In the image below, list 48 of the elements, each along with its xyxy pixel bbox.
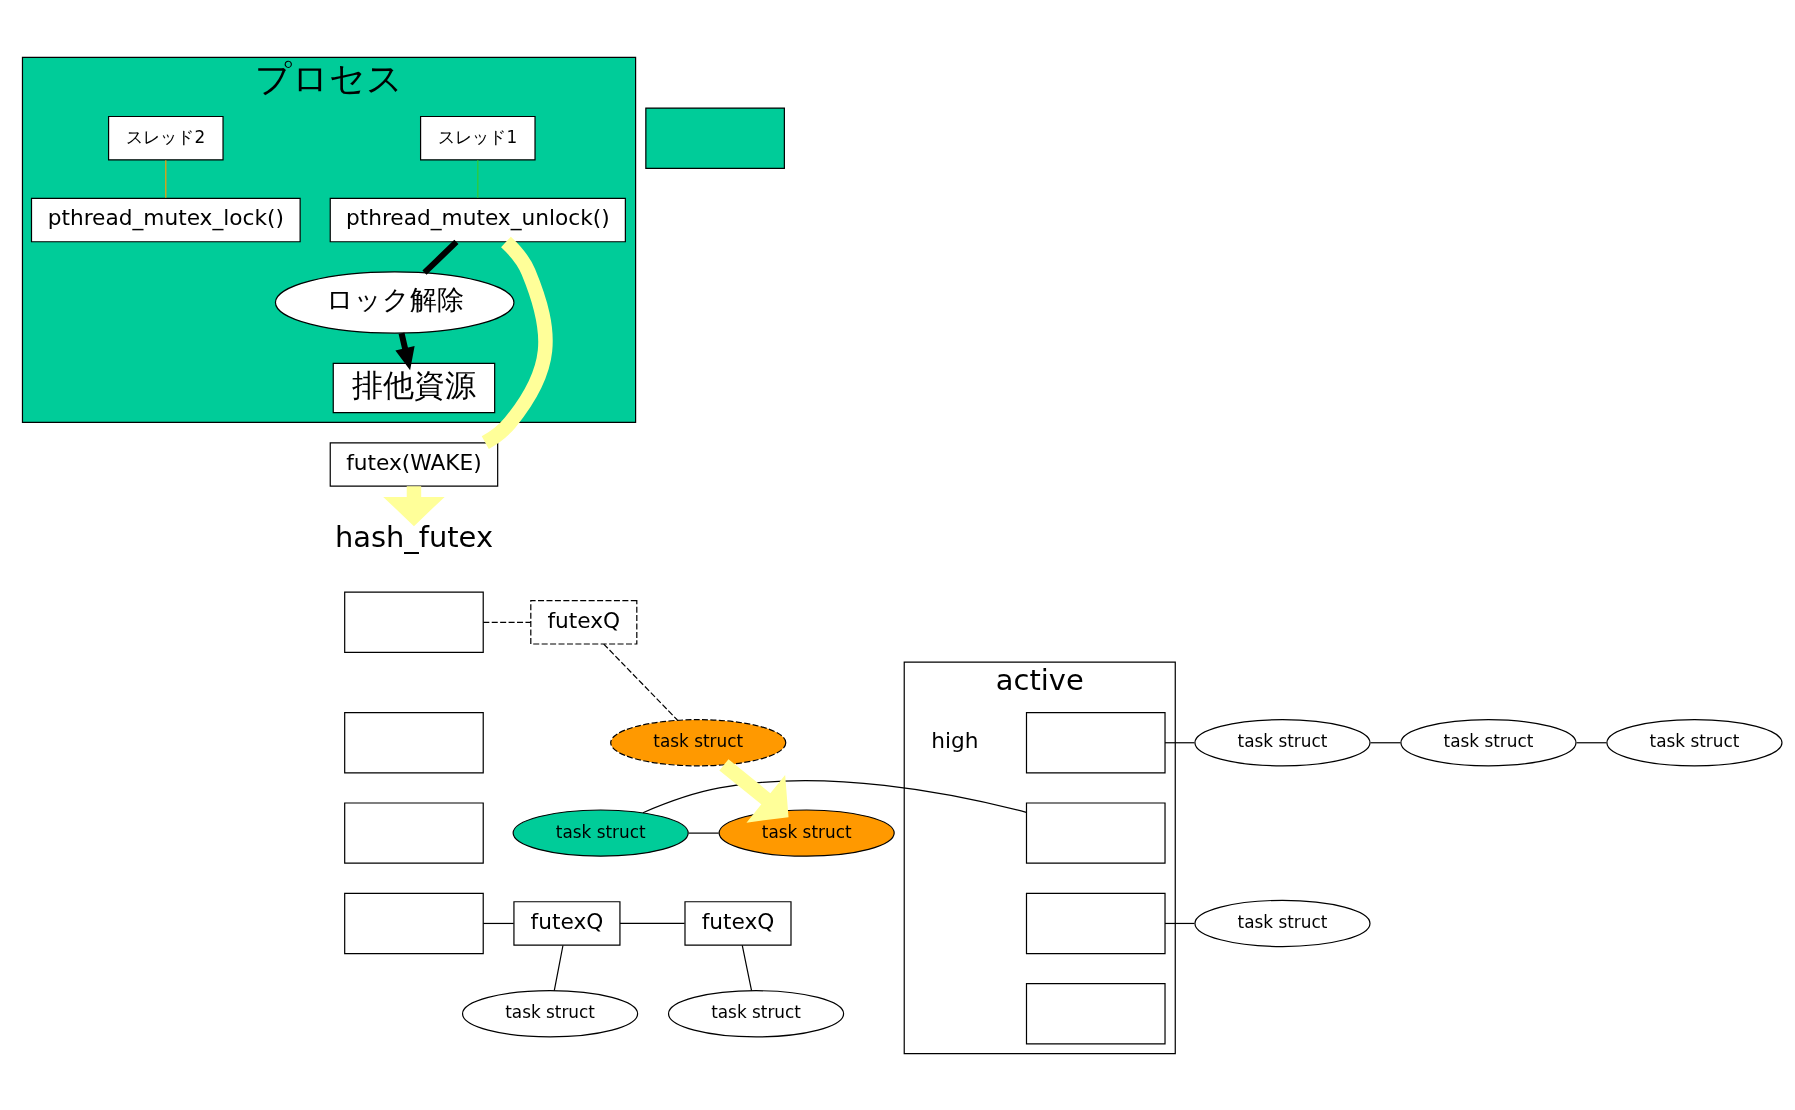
node-box xyxy=(1025,982,1166,1044)
node-ellipse: task struct xyxy=(1194,899,1371,947)
node-box: pthread_mutex_lock() xyxy=(30,197,301,242)
connector xyxy=(1164,922,1195,924)
arrow xyxy=(395,332,415,370)
connector xyxy=(422,239,459,275)
node-box: 排他資源 xyxy=(332,362,496,413)
node-box xyxy=(645,106,785,169)
connector xyxy=(688,832,720,834)
node-box: スレッド2 xyxy=(108,115,224,160)
node-ellipse: task struct xyxy=(512,808,689,857)
connector xyxy=(1164,741,1195,743)
node-ellipse: task struct xyxy=(1194,718,1371,766)
node-ellipse: task struct xyxy=(610,718,787,766)
label: high xyxy=(931,727,979,753)
connector xyxy=(482,621,532,623)
node-ellipse: task struct xyxy=(667,989,845,1037)
node-box xyxy=(344,591,484,653)
node-box xyxy=(1025,711,1166,773)
connector xyxy=(619,922,686,924)
connector xyxy=(477,159,479,198)
connector xyxy=(603,642,678,721)
node-ellipse: task struct xyxy=(461,989,639,1037)
node-box: futexQ xyxy=(513,900,621,946)
node-text: hash_futex xyxy=(334,519,494,554)
node-box xyxy=(1025,801,1166,864)
node-ellipse: task struct xyxy=(1606,718,1783,766)
node-box xyxy=(344,801,484,864)
connector xyxy=(1575,741,1608,743)
node-ellipse: task struct xyxy=(718,808,895,857)
connector xyxy=(553,944,564,991)
connector xyxy=(1369,741,1402,743)
connector xyxy=(642,779,1027,813)
node-box: futexQ xyxy=(684,900,792,946)
connector xyxy=(165,159,167,198)
connector xyxy=(741,944,753,991)
node-box: スレッド1 xyxy=(419,115,536,160)
node-box xyxy=(1025,892,1166,954)
node-box: futex(WAKE) xyxy=(329,441,499,487)
arrow xyxy=(719,758,789,823)
node-ellipse: task struct xyxy=(1400,718,1577,766)
node-box: pthread_mutex_unlock() xyxy=(329,197,626,242)
node-box xyxy=(344,711,484,773)
node-box: futexQ xyxy=(530,599,638,645)
connector xyxy=(481,236,553,449)
node-ellipse: ロック解除 xyxy=(274,270,515,334)
connector xyxy=(482,922,515,924)
node-box xyxy=(344,892,484,954)
